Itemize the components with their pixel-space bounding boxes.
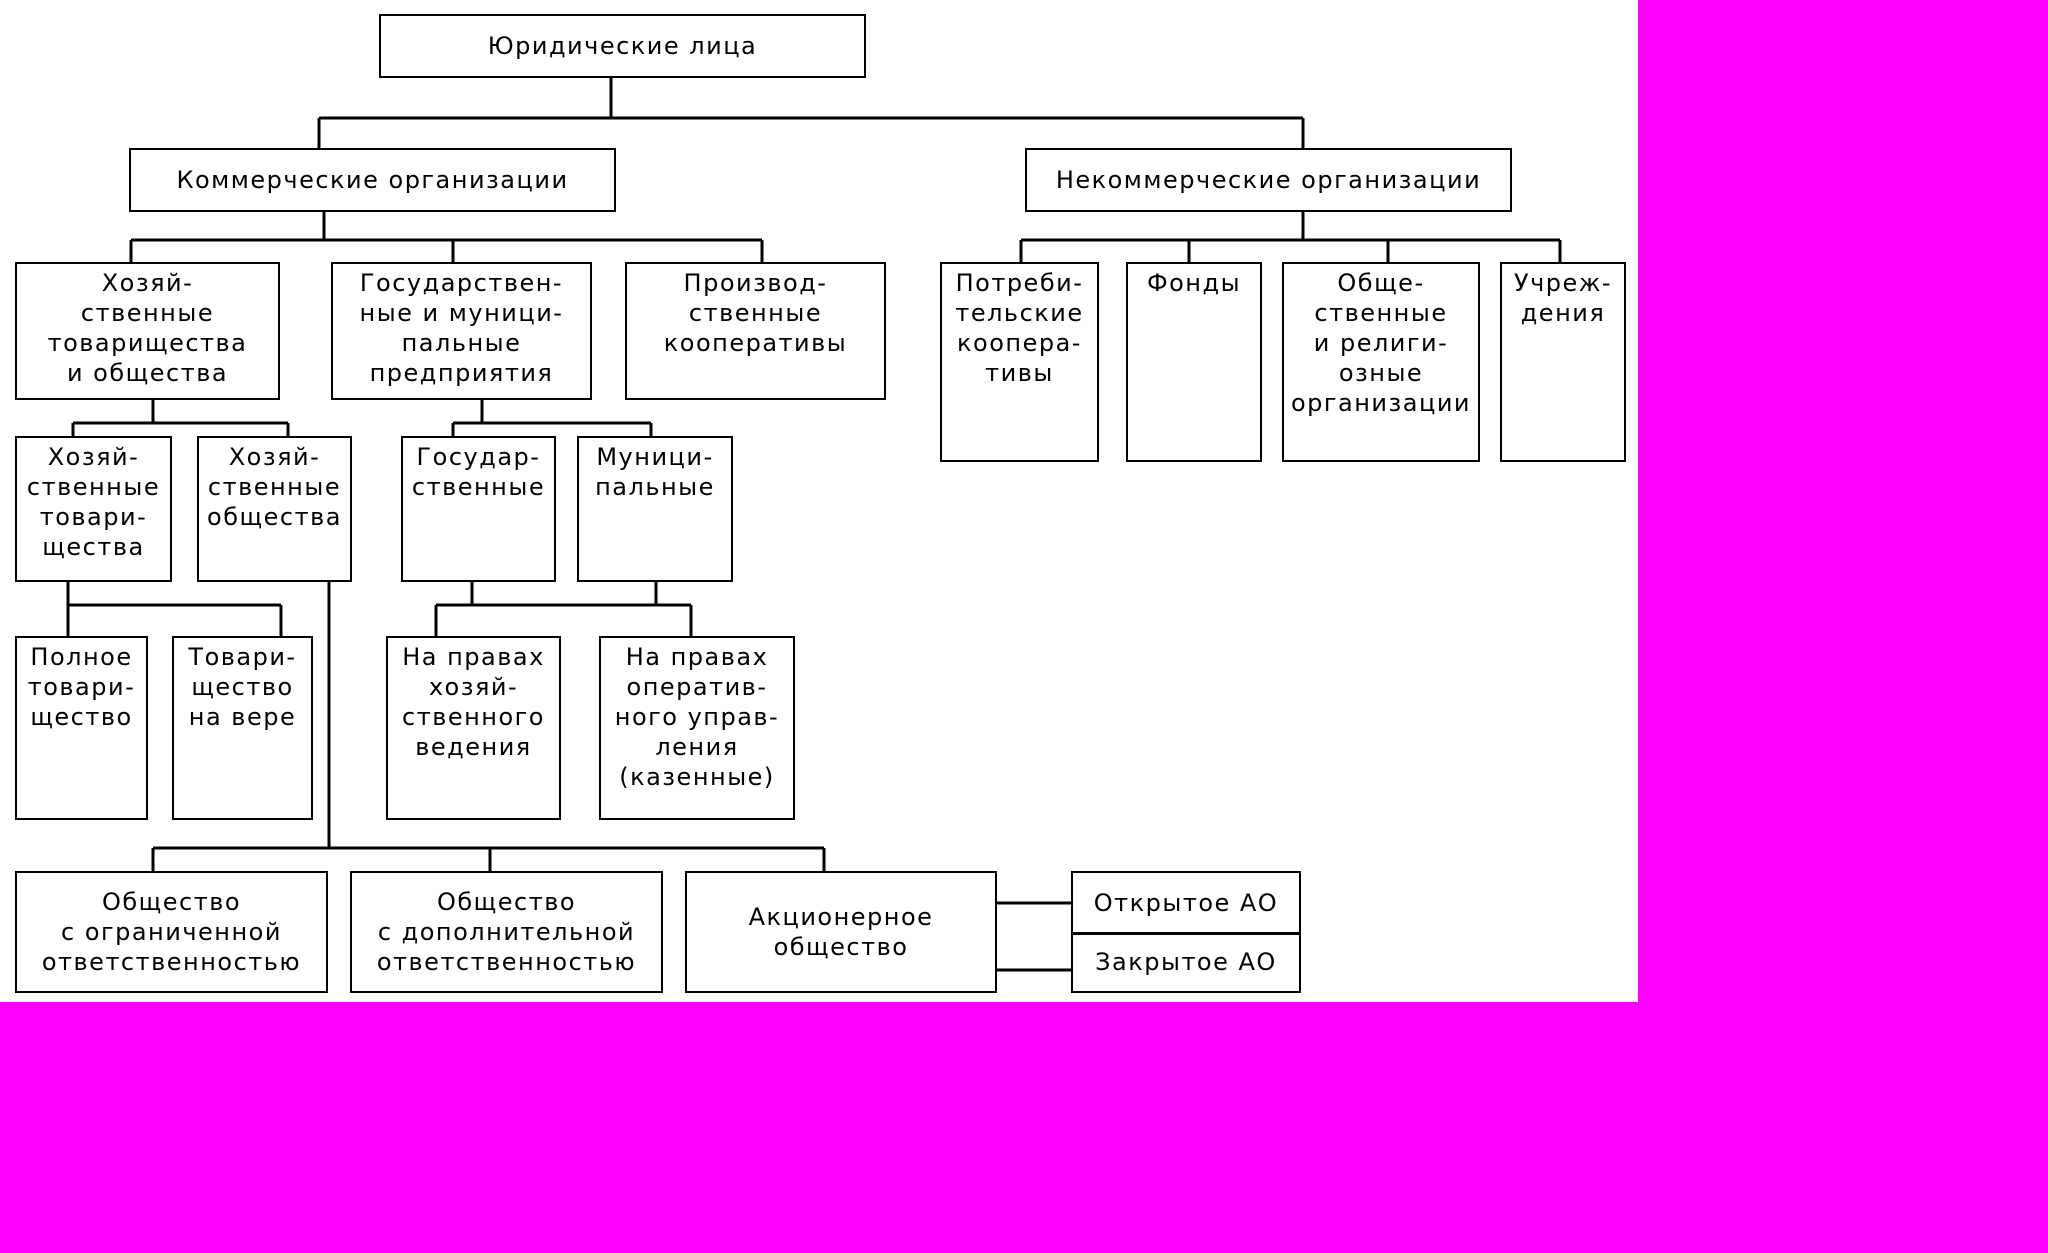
municipal-enterprises: Муници- пальные <box>577 436 733 582</box>
state-and-municipal-enterprises: Государствен- ные и муници- пальные пред… <box>331 262 592 400</box>
limited-partnership: Товари- щество на вере <box>172 636 313 820</box>
additional-liability-company: Общество с дополнительной ответственност… <box>350 871 663 993</box>
operational-management-rights: На правах оператив- ного управ- ления (к… <box>599 636 795 820</box>
business-societies: Хозяй- ственные общества <box>197 436 352 582</box>
production-cooperatives: Производ- ственные кооперативы <box>625 262 886 400</box>
state-enterprises: Государ- ственные <box>401 436 556 582</box>
noncommercial-organizations: Некоммерческие организации <box>1025 148 1512 212</box>
full-partnership: Полное товари- щество <box>15 636 148 820</box>
joint-stock-company: Акционерное общество <box>685 871 997 993</box>
funds: Фонды <box>1126 262 1262 462</box>
consumer-cooperatives: Потреби- тельские коопера- тивы <box>940 262 1099 462</box>
open-jsc: Открытое АО <box>1073 873 1299 935</box>
root-legal-entities: Юридические лица <box>379 14 866 78</box>
public-and-religious-organizations: Обще- ственные и религи- озные организац… <box>1282 262 1480 462</box>
commercial-organizations: Коммерческие организации <box>129 148 616 212</box>
org-chart-canvas: Юридические лица Коммерческие организаци… <box>0 0 1638 1002</box>
closed-jsc: Закрытое АО <box>1095 947 1277 976</box>
business-partnerships-and-societies: Хозяй- ственные товарищества и общества <box>15 262 280 400</box>
connector-lines <box>66 78 1562 972</box>
business-partnerships: Хозяй- ственные товари- щества <box>15 436 172 582</box>
limited-liability-company: Общество с ограниченной ответственностью <box>15 871 328 993</box>
institutions: Учреж- дения <box>1500 262 1626 462</box>
economic-management-rights: На правах хозяй- ственного ведения <box>386 636 561 820</box>
jsc-types: Открытое АО Закрытое АО <box>1071 871 1301 993</box>
